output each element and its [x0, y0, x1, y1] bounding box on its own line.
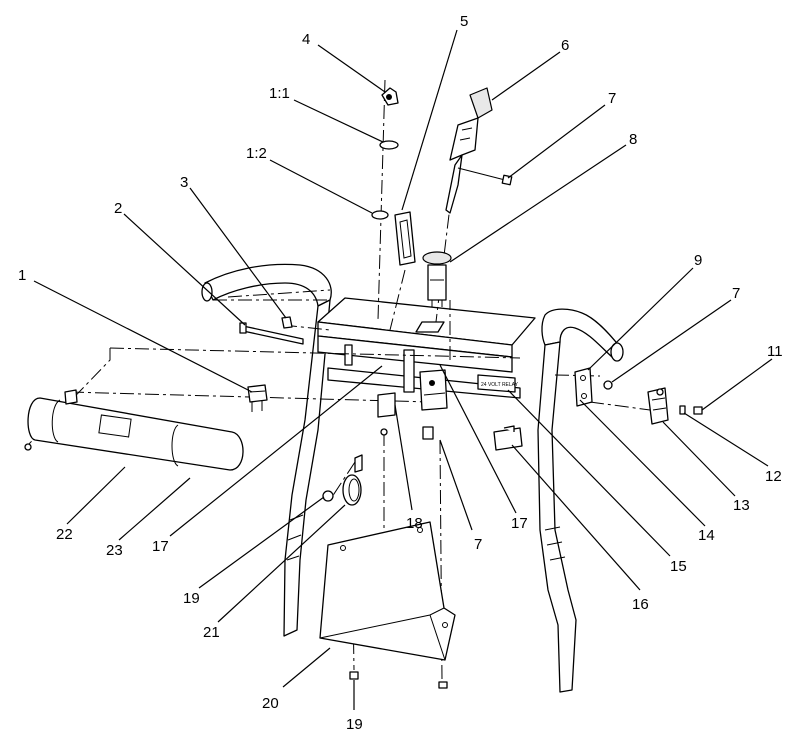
callout-13: 13	[733, 497, 750, 514]
callout-22: 22	[56, 526, 73, 543]
callout-19-bottom: 19	[346, 716, 363, 733]
part-2-long-bolt	[239, 322, 304, 345]
part-1-1-ring	[379, 140, 399, 150]
part-7-screw-upper	[457, 167, 513, 186]
part-12-washer	[679, 405, 686, 415]
handle-frame	[201, 263, 624, 693]
callout-1-2: 1:2	[246, 145, 267, 162]
callout-20: 20	[262, 695, 279, 712]
part-19-screw-bottom	[349, 671, 359, 680]
part-15-relay-label-plate: 24 VOLT RELAY	[477, 374, 519, 393]
callout-16: 16	[632, 596, 649, 613]
callout-21: 21	[203, 624, 220, 641]
relay-plate-text: 24 VOLT RELAY	[481, 382, 519, 388]
callout-19-mid: 19	[183, 590, 200, 607]
callout-11: 11	[767, 343, 783, 360]
callout-1-1: 1:1	[269, 85, 290, 102]
callout-23: 23	[106, 542, 123, 559]
part-19-nut-upper	[322, 490, 334, 502]
callout-7-right: 7	[732, 285, 740, 302]
part-9-bracket	[574, 367, 593, 407]
part-17-relay	[419, 369, 448, 411]
callout-4: 4	[302, 31, 310, 48]
part-4-key	[381, 87, 399, 106]
part-1-connector	[247, 384, 268, 412]
part-7-nut-right	[603, 380, 613, 390]
callout-7-mid: 7	[474, 536, 482, 553]
callout-3: 3	[180, 174, 188, 191]
part-22-23-battery	[24, 389, 244, 471]
callout-7-top: 7	[608, 90, 616, 107]
callout-1: 1	[18, 267, 26, 284]
callout-15: 15	[670, 558, 687, 575]
callout-5: 5	[460, 13, 468, 30]
callout-8: 8	[629, 131, 637, 148]
callout-12: 12	[765, 468, 782, 485]
callout-2: 2	[114, 200, 122, 217]
part-1-2-washer	[371, 210, 389, 220]
callout-14: 14	[698, 527, 715, 544]
part-7-screw-bottom	[438, 681, 448, 689]
callout-18: 18	[406, 515, 423, 532]
part-8-stop-button	[415, 251, 452, 333]
part-5-bezel	[394, 211, 416, 266]
callout-labels: 4 5 6 1:1 7 1:2 8 3 2 9 7 1 11 12 13 14 …	[18, 13, 783, 733]
leader-lines	[33, 29, 773, 710]
part-13-latch	[647, 387, 669, 425]
part-16-relay-box	[493, 425, 523, 451]
part-21-cable-clamp	[342, 454, 363, 506]
part-18-clamp	[377, 392, 396, 436]
part-20-battery-tray	[319, 521, 456, 661]
callout-9: 9	[694, 252, 702, 269]
part-11-screw	[693, 406, 703, 415]
callout-17-left: 17	[152, 538, 169, 555]
callout-17-right: 17	[511, 515, 528, 532]
part-6-switch	[445, 87, 493, 214]
callout-6: 6	[561, 37, 569, 54]
part-3-bolt	[281, 316, 293, 329]
